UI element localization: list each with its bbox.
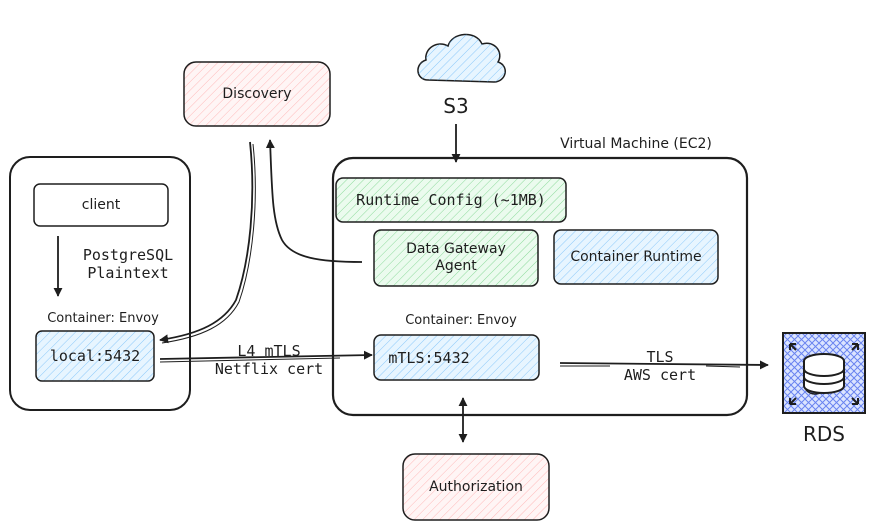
cloud-icon (417, 33, 506, 83)
discovery-to-local-arrow-sketch (161, 143, 256, 344)
agent-to-discovery-arrow (265, 139, 363, 263)
dg-agent-box[interactable] (373, 229, 539, 287)
s3-label: S3 (443, 94, 469, 118)
runtime-config-box[interactable] (335, 177, 567, 223)
discovery-box[interactable] (183, 61, 331, 127)
postgres-label: PostgreSQL Plaintext (82, 246, 174, 282)
discovery-label: Discovery (222, 85, 292, 102)
rds-label: RDS (803, 422, 845, 446)
local-port-box[interactable] (35, 330, 155, 382)
client-box[interactable] (33, 183, 169, 227)
left-container-box (9, 156, 191, 411)
local-port-label: local:5432 (49, 347, 141, 365)
runtime-config-label: Runtime Config (~1MB) (356, 191, 546, 209)
vm-box (331, 156, 749, 417)
client-label: client (81, 196, 121, 213)
l4-mtls-arrow-sketch (159, 357, 341, 363)
authorization-box[interactable] (402, 453, 550, 521)
l4-mtls-arrow (159, 350, 373, 360)
discovery-to-local-arrow (159, 141, 254, 344)
authorization-label: Authorization (429, 478, 523, 495)
database-icon (782, 332, 866, 414)
left-container-label: Container: Envoy (47, 311, 159, 327)
right-container-label: Container: Envoy (405, 313, 517, 329)
container-runtime-box[interactable] (553, 229, 719, 285)
tls-arrow-sketch-2 (705, 365, 741, 368)
mtls-port-label: mTLS:5432 (388, 348, 470, 367)
tls-arrow (559, 360, 769, 370)
l4-mtls-label: L4 mTLS Netflix cert (214, 342, 324, 378)
container-runtime-label: Container Runtime (570, 248, 702, 265)
dg-agent-label: Data Gateway Agent (406, 241, 506, 274)
vm-title: Virtual Machine (EC2) (560, 135, 712, 152)
tls-label: TLS AWS cert (623, 348, 697, 384)
mtls-port-box[interactable] (373, 334, 540, 381)
